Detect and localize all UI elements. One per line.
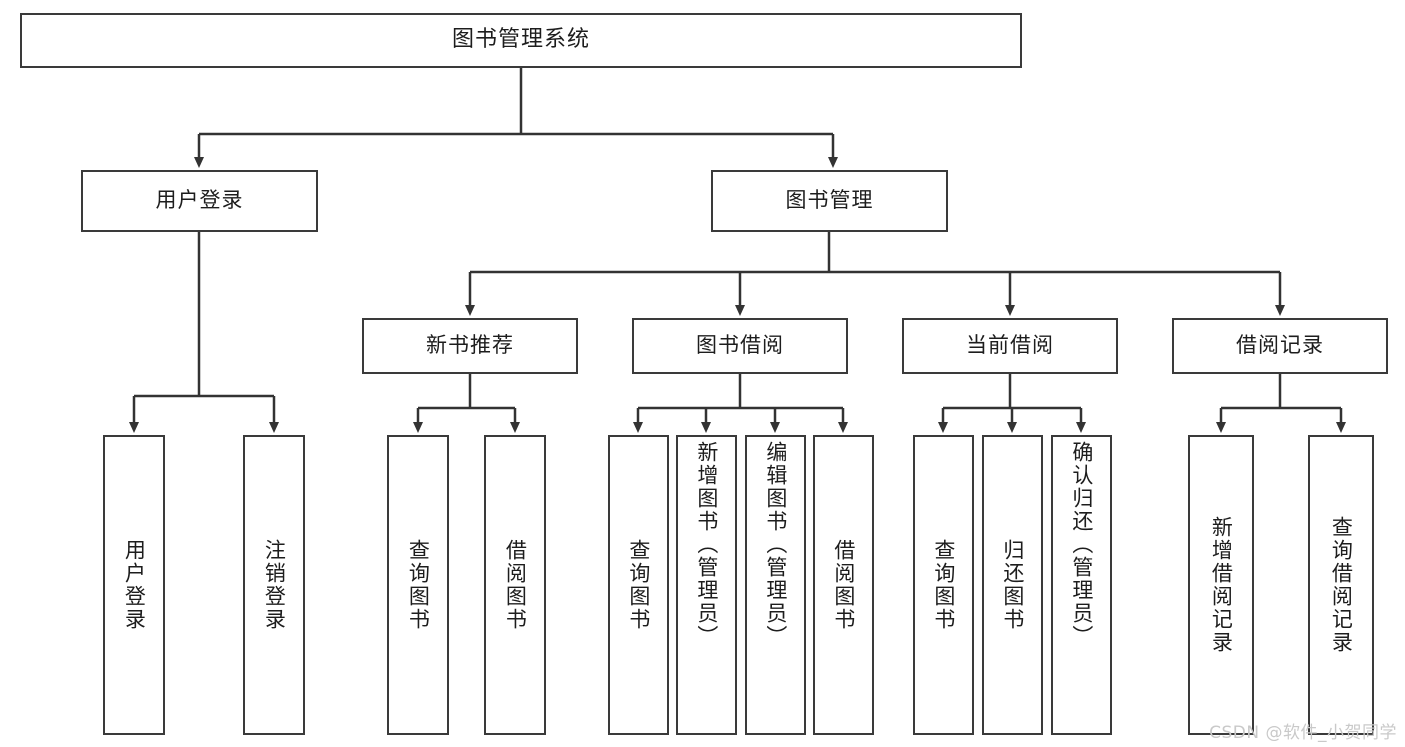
leaf-text-wrap: 查询图书 — [610, 437, 667, 733]
leaf-text-wrap: 用户登录 — [105, 437, 163, 733]
leaf-text-wrap: 借阅图书 — [815, 437, 872, 733]
node-leaf[interactable]: 归还图书 — [982, 435, 1043, 735]
leaf-label: 查询借阅记录 — [1329, 516, 1354, 654]
leaf-label: 查询图书 — [931, 539, 956, 631]
leaf-text-wrap: 归还图书 — [984, 437, 1041, 733]
node-level2[interactable]: 图书管理 — [711, 170, 948, 232]
node-leaf[interactable]: 新增借阅记录 — [1188, 435, 1254, 735]
leaf-label: 借阅图书 — [831, 539, 856, 631]
node-leaf[interactable]: 查询图书 — [913, 435, 974, 735]
node-leaf[interactable]: 新增图书（管理员） — [676, 435, 737, 735]
leaf-text-wrap: 编辑图书（管理员） — [747, 437, 804, 737]
node-level3[interactable]: 借阅记录 — [1172, 318, 1388, 374]
leaf-text-wrap: 借阅图书 — [486, 437, 544, 733]
leaf-label: 确认归还（管理员） — [1069, 441, 1094, 648]
node-level3[interactable]: 图书借阅 — [632, 318, 848, 374]
leaf-label: 新增借阅记录 — [1209, 516, 1234, 654]
leaf-text-wrap: 查询图书 — [915, 437, 972, 733]
node-leaf[interactable]: 查询图书 — [608, 435, 669, 735]
node-level2[interactable]: 用户登录 — [81, 170, 318, 232]
leaf-text-wrap: 确认归还（管理员） — [1053, 437, 1110, 737]
leaf-text-wrap: 查询图书 — [389, 437, 447, 733]
node-root[interactable]: 图书管理系统 — [20, 13, 1022, 68]
node-leaf[interactable]: 查询借阅记录 — [1308, 435, 1374, 735]
node-leaf[interactable]: 借阅图书 — [484, 435, 546, 735]
leaf-text-wrap: 注销登录 — [245, 437, 303, 733]
node-leaf[interactable]: 借阅图书 — [813, 435, 874, 735]
leaf-label: 查询图书 — [626, 539, 651, 631]
leaf-label: 注销登录 — [262, 539, 287, 631]
leaf-text-wrap: 查询借阅记录 — [1310, 437, 1372, 733]
leaf-text-wrap: 新增图书（管理员） — [678, 437, 735, 737]
leaf-label: 新增图书（管理员） — [694, 441, 719, 648]
leaf-label: 查询图书 — [406, 539, 431, 631]
csdn-watermark: CSDN @软件_小贺同学 — [1209, 723, 1397, 743]
node-leaf[interactable]: 查询图书 — [387, 435, 449, 735]
leaf-label: 编辑图书（管理员） — [763, 441, 788, 648]
node-leaf[interactable]: 确认归还（管理员） — [1051, 435, 1112, 735]
leaf-label: 归还图书 — [1000, 539, 1025, 631]
node-level3[interactable]: 当前借阅 — [902, 318, 1118, 374]
leaf-label: 用户登录 — [122, 539, 147, 631]
node-leaf[interactable]: 注销登录 — [243, 435, 305, 735]
node-leaf[interactable]: 用户登录 — [103, 435, 165, 735]
node-level3[interactable]: 新书推荐 — [362, 318, 578, 374]
leaf-text-wrap: 新增借阅记录 — [1190, 437, 1252, 733]
node-leaf[interactable]: 编辑图书（管理员） — [745, 435, 806, 735]
leaf-label: 借阅图书 — [503, 539, 528, 631]
